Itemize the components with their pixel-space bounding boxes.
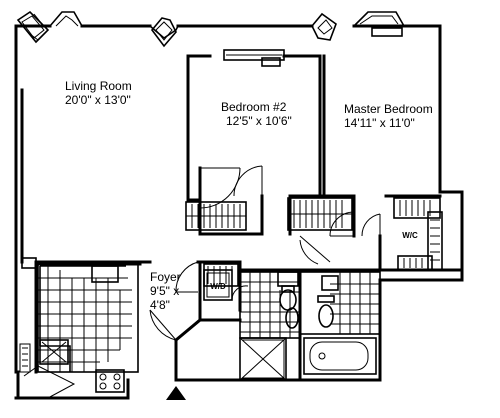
- foyer-size-line1: 9'5" x: [150, 284, 179, 298]
- master-bedroom-size: 14'11" x 11'0": [344, 116, 415, 130]
- bathroom-1: [239, 271, 301, 381]
- foyer-size-line2: 4'8": [150, 298, 170, 312]
- bathroom-2: [299, 271, 381, 375]
- doors: [149, 165, 381, 341]
- room-labels: Living Room 20'0" x 13'0" Bedroom #2 12'…: [65, 79, 433, 312]
- entry-arrow-icon: [166, 386, 186, 400]
- kitchen: [19, 263, 139, 399]
- living-room-size: 20'0" x 13'0": [65, 93, 131, 107]
- master-bedroom-name: Master Bedroom: [344, 102, 433, 116]
- walk-in-closet-label: W/C: [402, 231, 418, 240]
- radiators: [21, 27, 403, 269]
- bedroom2-size: 12'5" x 10'6": [226, 114, 292, 128]
- washer-dryer: W/D: [203, 269, 233, 301]
- bedroom2-name: Bedroom #2: [221, 100, 287, 114]
- window-bays: [16, 10, 405, 48]
- washer-dryer-label: W/D: [210, 282, 226, 291]
- closets: [185, 197, 443, 287]
- foyer-name: Foyer: [150, 270, 181, 284]
- living-room-name: Living Room: [65, 79, 132, 93]
